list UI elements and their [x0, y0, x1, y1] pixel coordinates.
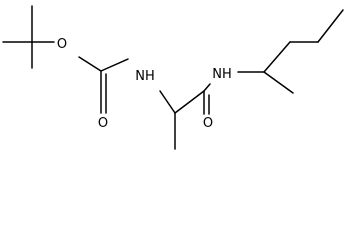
bond-carbamate-c-nh [100, 58, 129, 72]
bond-ch-c1 [263, 41, 291, 73]
atom-carbamate-oxygen: O [98, 116, 108, 131]
atom-carbamate-nh: NH [135, 69, 155, 84]
bond-c2-c3 [317, 9, 344, 43]
bond-o-carbamate-c [78, 56, 102, 72]
structure-diagram: O O NH O NH [2, 5, 344, 150]
atom-amide-nh: NH [212, 67, 232, 82]
bond-nh-alpha-c [159, 90, 176, 114]
atom-ether-oxygen: O [57, 37, 67, 52]
atom-amide-oxygen: O [203, 116, 213, 131]
bond-ch-methyl [263, 71, 294, 94]
bond-alpha-c-amide-c [174, 90, 205, 114]
bond-amide-c-nh [203, 83, 211, 92]
